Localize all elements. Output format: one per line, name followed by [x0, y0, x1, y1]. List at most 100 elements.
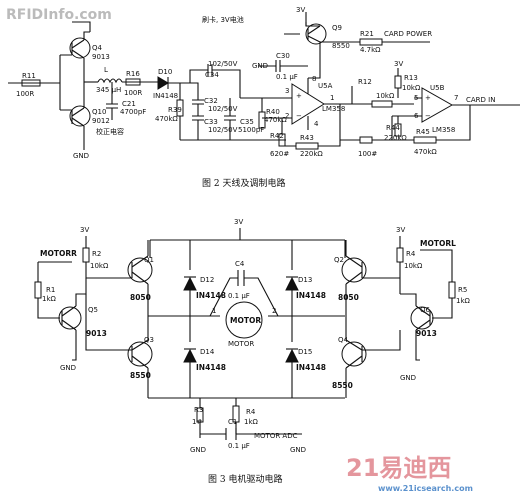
- r42-value: 620#: [270, 150, 289, 158]
- r5-label: R5: [458, 286, 467, 294]
- figure-2-caption: 图 2 天线及调制电路: [202, 177, 285, 189]
- r11-resistor: [21, 79, 41, 87]
- gnd-label-c30: GND: [252, 62, 268, 70]
- pin-1-label: 1: [330, 94, 334, 102]
- supply-3v-u5b: 3V: [394, 60, 403, 68]
- card-power-label: CARD POWER: [384, 30, 432, 38]
- q5-part: 9013: [86, 329, 107, 338]
- svg-text:+: +: [425, 94, 431, 102]
- c30-label: C30: [276, 52, 290, 60]
- d10-part: IN4148: [153, 92, 178, 100]
- c34-label: C34: [205, 71, 219, 79]
- c33-value: 102/50V: [208, 126, 238, 134]
- q9-part: 8550: [332, 42, 350, 50]
- r1-label: R1: [46, 286, 55, 294]
- q1-label: Q1: [144, 256, 154, 264]
- r21-label: R21: [360, 30, 374, 38]
- c32-c33-capacitors: [190, 82, 204, 140]
- r13-value: 10kΩ: [402, 84, 421, 92]
- c30-value: 0.1 μF: [276, 73, 298, 81]
- u5a-part: LM358: [322, 105, 345, 113]
- q2-transistor: [341, 257, 367, 283]
- r42-label: R42: [270, 132, 284, 140]
- motor-terminal-1: 1: [212, 307, 216, 315]
- q6-label: Q6: [420, 306, 431, 314]
- q3-label: Q3: [144, 336, 154, 344]
- q3-part: 8550: [130, 371, 151, 380]
- d15-label: D15: [298, 348, 312, 356]
- u5b-opamp: [421, 87, 454, 123]
- bottom-watermark-logo: 21易迪西 www.21icsearch.com: [346, 454, 473, 493]
- r4b-label: R4: [246, 408, 256, 416]
- q5-transistor: [58, 306, 82, 330]
- r5-resistor: [448, 281, 456, 299]
- r2-label: R2: [92, 250, 101, 258]
- r11-label: R11: [22, 72, 36, 80]
- d10-diode: [157, 76, 169, 90]
- d12-label: D12: [200, 276, 214, 284]
- c32-label: C32: [204, 97, 218, 105]
- u5b-part: LM358: [432, 126, 455, 134]
- r40-label: R40: [266, 108, 280, 116]
- d10-label: D10: [158, 68, 172, 76]
- q1-transistor: [127, 257, 153, 283]
- c1-value: 0.1 μF: [228, 442, 250, 450]
- r45-value: 470kΩ: [414, 148, 437, 156]
- r40-resistor: [258, 111, 266, 129]
- top-watermark: RFIDInfo.com: [6, 7, 112, 23]
- q4-label: Q4: [338, 336, 349, 344]
- r45-label: R45: [416, 128, 430, 136]
- c4-label: C4: [235, 260, 245, 268]
- gnd-label-q5: GND: [60, 364, 76, 372]
- card-in-label: CARD IN: [466, 96, 495, 104]
- motor-adc-label: MOTOR ADC: [254, 432, 298, 440]
- motor-symbol: [225, 301, 263, 339]
- u5a-label: U5A: [318, 82, 333, 90]
- d13-diode: [285, 276, 299, 291]
- gnd-label-bottom: GND: [190, 446, 206, 454]
- c1-capacitor: [199, 422, 302, 440]
- battery-note: 刷卡, 3V电池: [202, 15, 244, 24]
- r12-label: R12: [358, 78, 372, 86]
- l-value: 345 μH: [96, 86, 121, 94]
- d15-diode: [285, 348, 299, 363]
- gnd-label-bottom-right: GND: [290, 446, 306, 454]
- figure-3-motor-drive: 3V 3V R2 10kΩ MOTORR R1 1kΩ Q5 9013 GND …: [34, 218, 471, 485]
- c34-capacitor: [189, 64, 241, 98]
- gnd-label-q6: GND: [400, 374, 416, 382]
- supply-3v-right: 3V: [396, 226, 405, 234]
- r3-value: 1#: [192, 418, 202, 426]
- pin-8-label: 8: [312, 75, 316, 83]
- r16-value: 100R: [124, 89, 142, 97]
- d14-label: D14: [200, 348, 215, 356]
- q4-transistor: [69, 37, 91, 59]
- motor-label: MOTOR: [228, 340, 254, 348]
- r43-label: R43: [300, 134, 314, 142]
- q4-transistor: [341, 341, 367, 367]
- pin-7-label: 7: [454, 94, 458, 102]
- d13-part: IN4148: [296, 291, 326, 300]
- c21-capacitor: [106, 82, 118, 120]
- c34-value: 102/50V: [208, 60, 238, 68]
- r44-value: 220kΩ: [384, 134, 407, 142]
- q1-part: 8050: [130, 293, 151, 302]
- r40-value: 470kΩ: [264, 116, 287, 124]
- r43-resistor: [295, 142, 319, 150]
- r1-resistor: [34, 281, 42, 299]
- r39-label: R39: [168, 106, 182, 114]
- u5b-label: U5B: [430, 84, 445, 92]
- c32-value: 102/50V: [208, 105, 238, 113]
- gnd-label-q10: GND: [73, 152, 89, 160]
- pin-2-label: 2: [285, 112, 289, 120]
- l-inductor: [97, 78, 123, 84]
- figure-2-antenna-modulation: R11 100R Q4 9013 Q10 9012 GND L 345 μH C…: [8, 6, 520, 189]
- r21-value: 4.7kΩ: [360, 46, 381, 54]
- motorr-label: MOTORR: [40, 249, 77, 258]
- c35-capacitor: [224, 97, 262, 140]
- q10-transistor: [69, 105, 91, 127]
- r5-value: 1kΩ: [456, 297, 471, 305]
- l-label: L: [104, 66, 108, 74]
- svg-text:+: +: [296, 92, 302, 100]
- r3-label: R3: [194, 406, 203, 414]
